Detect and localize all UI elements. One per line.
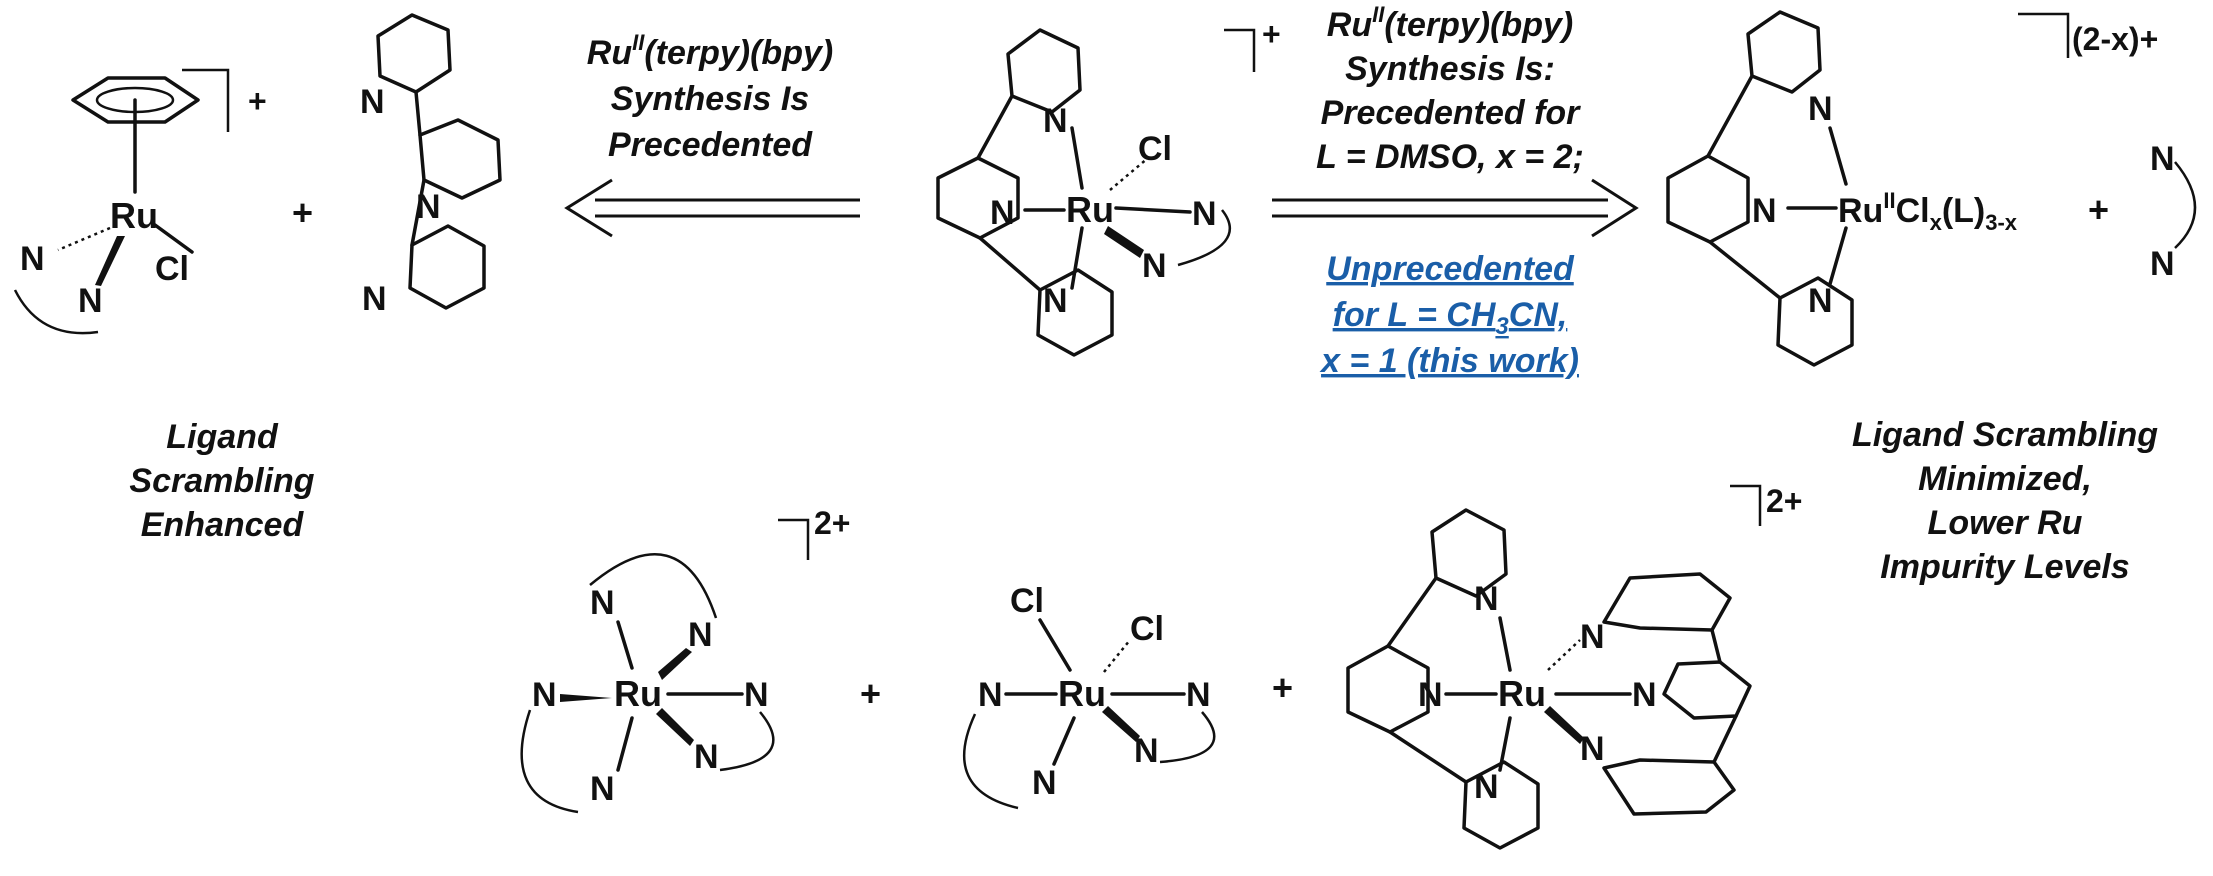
left-caption: Ligand Scrambling Enhanced	[129, 418, 314, 544]
ru-terpy-bpy-cl-complex: N N N Ru Cl N N +	[936, 16, 1281, 357]
n-atom: N	[694, 738, 719, 776]
plus-sign: +	[1272, 667, 1293, 708]
svg-text:L = DMSO, x = 2;: L = DMSO, x = 2;	[1316, 138, 1584, 176]
svg-text:RuII(terpy)(bpy): RuII(terpy)(bpy)	[587, 30, 833, 72]
svg-text:Ligand Scrambling: Ligand Scrambling	[1852, 416, 2158, 454]
ru-atom: Ru	[614, 673, 662, 714]
charge-plus: +	[1262, 16, 1281, 52]
n-atom: N	[978, 676, 1003, 714]
right-reaction-arrow: RuII(terpy)(bpy) Synthesis Is: Precedent…	[1272, 2, 1639, 380]
ru-tris-bidentate-complex: N N N Ru N N N 2+	[520, 505, 850, 814]
svg-text:Enhanced: Enhanced	[141, 506, 305, 544]
n-atom: N	[1043, 282, 1068, 320]
n-atom: N	[1474, 580, 1499, 618]
n-atom: N	[2150, 245, 2175, 283]
cl-atom: Cl	[1130, 610, 1164, 648]
n-atom: N	[416, 188, 441, 226]
n-atom: N	[1474, 768, 1499, 806]
ru-atom: Ru	[110, 195, 158, 236]
svg-text:Minimized,: Minimized,	[1918, 460, 2092, 498]
precursor-formula: RuIIClx(L)3-x	[1838, 188, 2018, 235]
svg-text:Synthesis Is: Synthesis Is	[611, 80, 809, 118]
n-atom: N	[1418, 676, 1443, 714]
n-atom: N	[1043, 102, 1068, 140]
n-atom: N	[78, 282, 103, 320]
n-atom: N	[990, 194, 1015, 232]
charge-two-plus: 2+	[814, 505, 850, 541]
n-atom: N	[1186, 676, 1211, 714]
svg-text:for L = CH3CN,: for L = CH3CN,	[1333, 296, 1568, 340]
n-atom: N	[1032, 764, 1057, 802]
n-atom: N	[590, 770, 615, 808]
svg-text:Precedented: Precedented	[608, 126, 813, 164]
cl-atom: Cl	[1138, 130, 1172, 168]
svg-text:x = 1 (this work): x = 1 (this work)	[1319, 342, 1579, 380]
svg-text:Ligand: Ligand	[166, 418, 279, 456]
n-atom: N	[1580, 618, 1605, 656]
left-reaction-arrow: RuII(terpy)(bpy) Synthesis Is Precedente…	[564, 30, 860, 238]
bidentate-ligand: N N	[2150, 140, 2197, 283]
n-atom: N	[1192, 195, 1217, 233]
svg-text:Scrambling: Scrambling	[129, 462, 314, 500]
terpyridine-ligand: N N N	[360, 13, 502, 318]
n-atom: N	[590, 584, 615, 622]
svg-text:Impurity Levels: Impurity Levels	[1880, 548, 2129, 586]
plus-sign: +	[292, 192, 313, 233]
ru-benzene-complex: Ru N N Cl +	[13, 68, 267, 335]
n-atom: N	[532, 676, 557, 714]
ru-terpy-clx-l-complex: N N N RuIIClx(L)3-x (2-x)+	[1666, 10, 2158, 367]
ru-bis-bidentate-dichloro-complex: Cl Cl N Ru N N N	[962, 582, 1216, 810]
n-atom: N	[688, 616, 713, 654]
charge-two-plus: 2+	[1766, 483, 1802, 519]
n-atom: N	[362, 280, 387, 318]
n-atom: N	[2150, 140, 2175, 178]
ru-atom: Ru	[1058, 673, 1106, 714]
n-atom: N	[744, 676, 769, 714]
right-caption: Ligand Scrambling Minimized, Lower Ru Im…	[1852, 416, 2158, 586]
n-atom: N	[1632, 676, 1657, 714]
plus-sign: +	[2088, 189, 2109, 230]
plus-sign: +	[860, 673, 881, 714]
ru-atom: Ru	[1066, 189, 1114, 230]
n-atom: N	[1808, 282, 1833, 320]
svg-text:Synthesis Is:: Synthesis Is:	[1345, 50, 1555, 88]
n-atom: N	[20, 240, 45, 278]
ru-bis-terpy-complex: N N N Ru N N N 2+	[1346, 483, 1802, 850]
n-atom: N	[1808, 90, 1833, 128]
svg-text:Unprecedented: Unprecedented	[1326, 250, 1575, 288]
n-atom: N	[1142, 247, 1167, 285]
svg-text:Precedented for: Precedented for	[1321, 94, 1582, 132]
cl-atom: Cl	[155, 250, 189, 288]
charge-two-minus-x: (2-x)+	[2072, 21, 2158, 57]
ru-atom: Ru	[1498, 673, 1546, 714]
svg-text:RuII(terpy)(bpy): RuII(terpy)(bpy)	[1327, 2, 1573, 44]
svg-text:Lower Ru: Lower Ru	[1928, 504, 2083, 542]
n-atom: N	[360, 83, 385, 121]
n-atom: N	[1580, 730, 1605, 768]
cl-atom: Cl	[1010, 582, 1044, 620]
charge-plus: +	[248, 83, 267, 119]
n-atom: N	[1752, 192, 1777, 230]
